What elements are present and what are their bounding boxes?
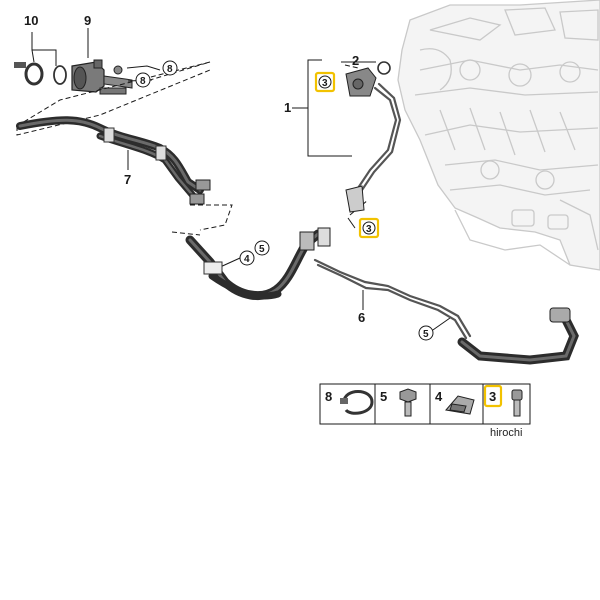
hose-clamp-icon [340, 390, 374, 415]
watermark-text: hirochi [490, 427, 522, 439]
engine-block-illustration [397, 0, 600, 271]
legend-number-4: 4 [435, 389, 443, 404]
callout-3-top: 3 [322, 78, 328, 89]
mid-pipe-bracket [345, 185, 365, 213]
lower-hose-assembly [185, 227, 331, 301]
legend-highlight-box [483, 384, 503, 408]
hex-bolt-icon [399, 388, 417, 417]
callout-9: 9 [84, 13, 91, 28]
callout-7: 7 [124, 172, 131, 187]
legend-number-3: 3 [489, 389, 496, 404]
callout-2: 2 [352, 53, 359, 68]
legend-item-5: 5 [380, 388, 417, 417]
callout-labels: 10 9 8 8 2 3 1 7 3 4 5 6 5 [24, 13, 434, 341]
coolant-hose-7 [16, 116, 211, 205]
callout-5-left: 5 [259, 244, 265, 255]
upper-pipe-connector [345, 61, 391, 97]
legend-number-5: 5 [380, 389, 387, 404]
clip-nut-icon [445, 395, 475, 415]
right-hose [457, 307, 579, 365]
callout-8-top: 8 [167, 64, 173, 75]
legend-item-3: 3 [483, 384, 523, 417]
callout-6: 6 [358, 310, 365, 325]
legend-number-8: 8 [325, 389, 332, 404]
callout-1: 1 [284, 100, 291, 115]
callout-4: 4 [244, 254, 250, 265]
callout-10: 10 [24, 13, 38, 28]
socket-bolt-icon [511, 389, 523, 417]
temperature-valve-assembly [14, 59, 133, 95]
callout-5-right: 5 [423, 329, 429, 340]
callout-8-bottom: 8 [140, 76, 146, 87]
legend-item-8: 8 [325, 389, 374, 415]
callout-3-middle: 3 [366, 224, 372, 235]
parts-legend: 8 5 4 3 [319, 383, 531, 425]
legend-item-4: 4 [435, 389, 475, 415]
callout-lines [31, 28, 451, 333]
